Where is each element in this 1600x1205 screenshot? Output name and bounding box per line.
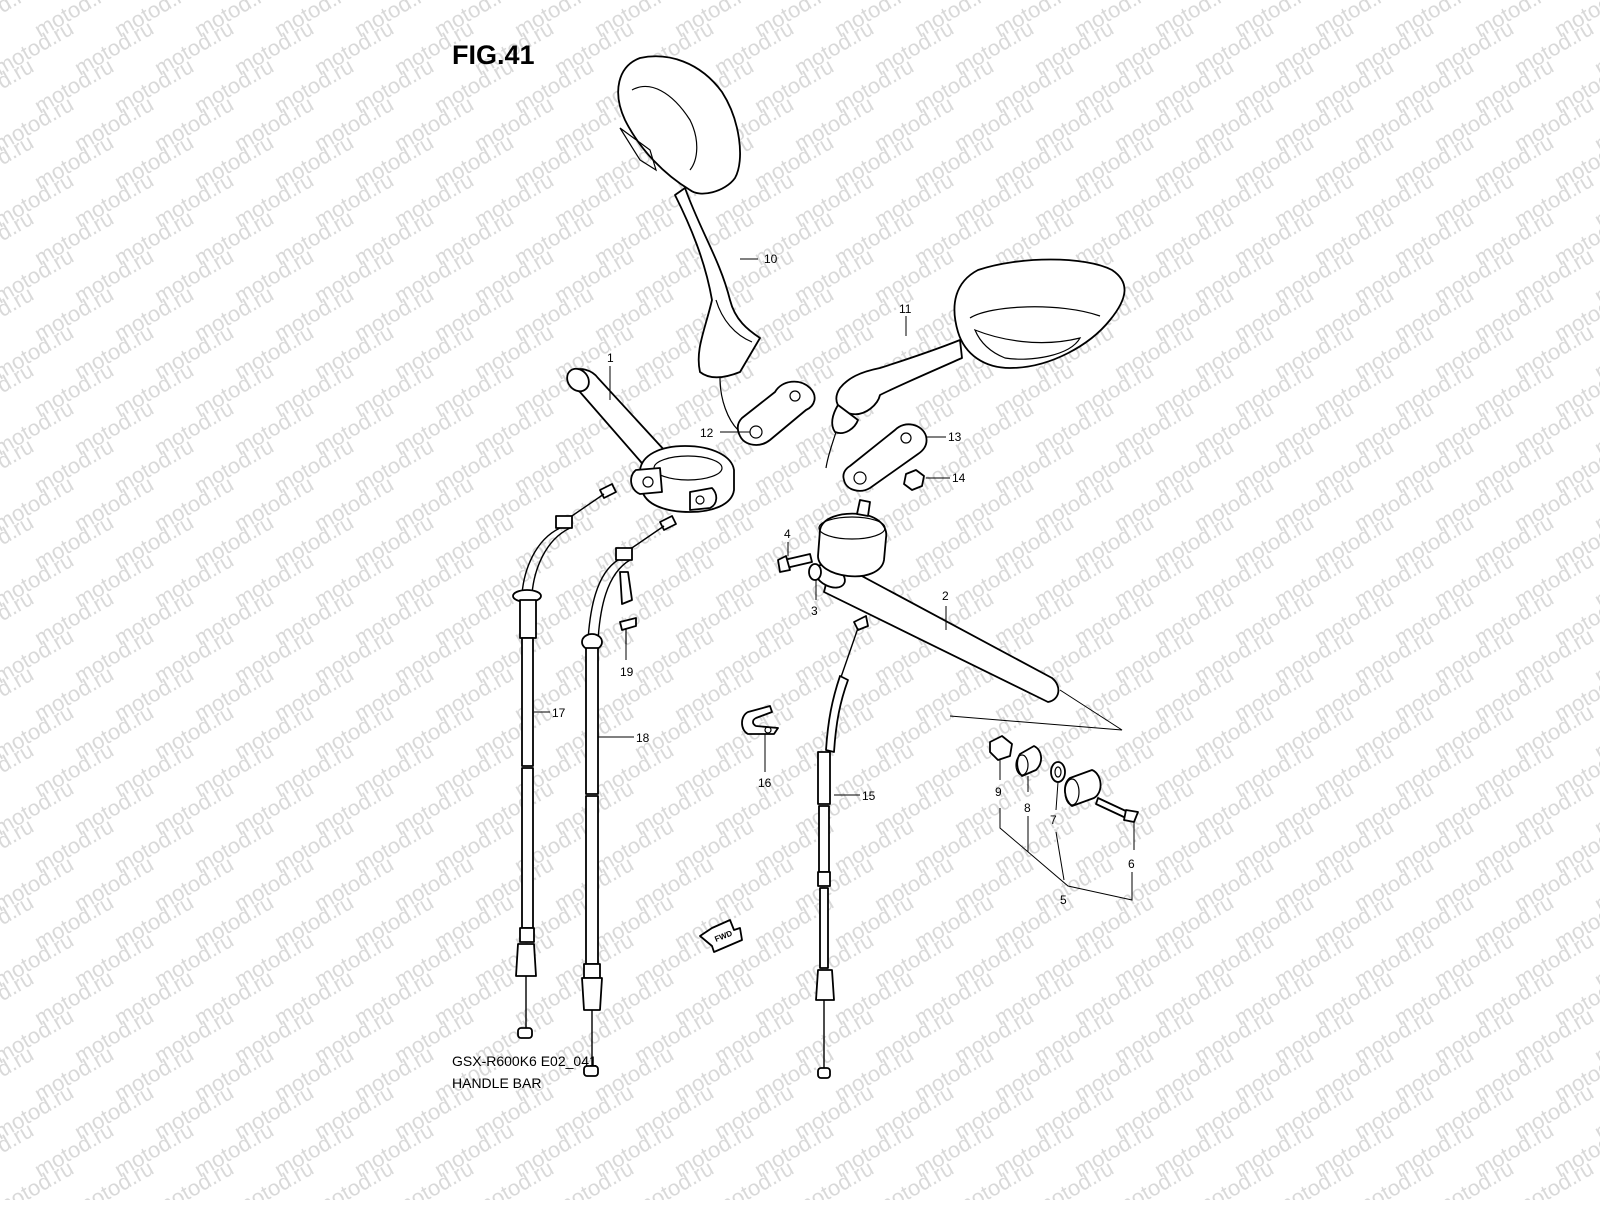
callout-7: 7 — [1050, 813, 1057, 827]
callout-10: 10 — [764, 252, 778, 266]
callout-13: 13 — [948, 430, 962, 444]
callout-17: 17 — [552, 706, 566, 720]
callout-14: 14 — [952, 471, 966, 485]
model-code: GSX-R600K6 E02_041 — [452, 1053, 597, 1069]
callout-6: 6 — [1128, 857, 1135, 871]
callout-15: 15 — [862, 789, 876, 803]
callout-3: 3 — [811, 604, 818, 618]
callout-2: 2 — [942, 589, 949, 603]
part-14-nut — [903, 469, 925, 491]
assembly-name: HANDLE BAR — [452, 1075, 542, 1091]
part-9-nut — [989, 735, 1013, 761]
part-7-washer — [1050, 761, 1066, 783]
part-3-collar — [808, 563, 822, 581]
callout-5: 5 — [1060, 893, 1067, 907]
callout-19: 19 — [620, 665, 634, 679]
callout-4: 4 — [784, 527, 791, 541]
figure-title: FIG.41 — [452, 40, 535, 70]
callout-12: 12 — [700, 426, 714, 440]
callout-16: 16 — [758, 776, 772, 790]
callout-9: 9 — [995, 785, 1002, 799]
callout-8: 8 — [1024, 801, 1031, 815]
part-2-right-handlebar — [814, 499, 1060, 703]
callout-18: 18 — [636, 731, 650, 745]
callout-1: 1 — [607, 351, 614, 365]
callout-11: 11 — [899, 302, 912, 316]
